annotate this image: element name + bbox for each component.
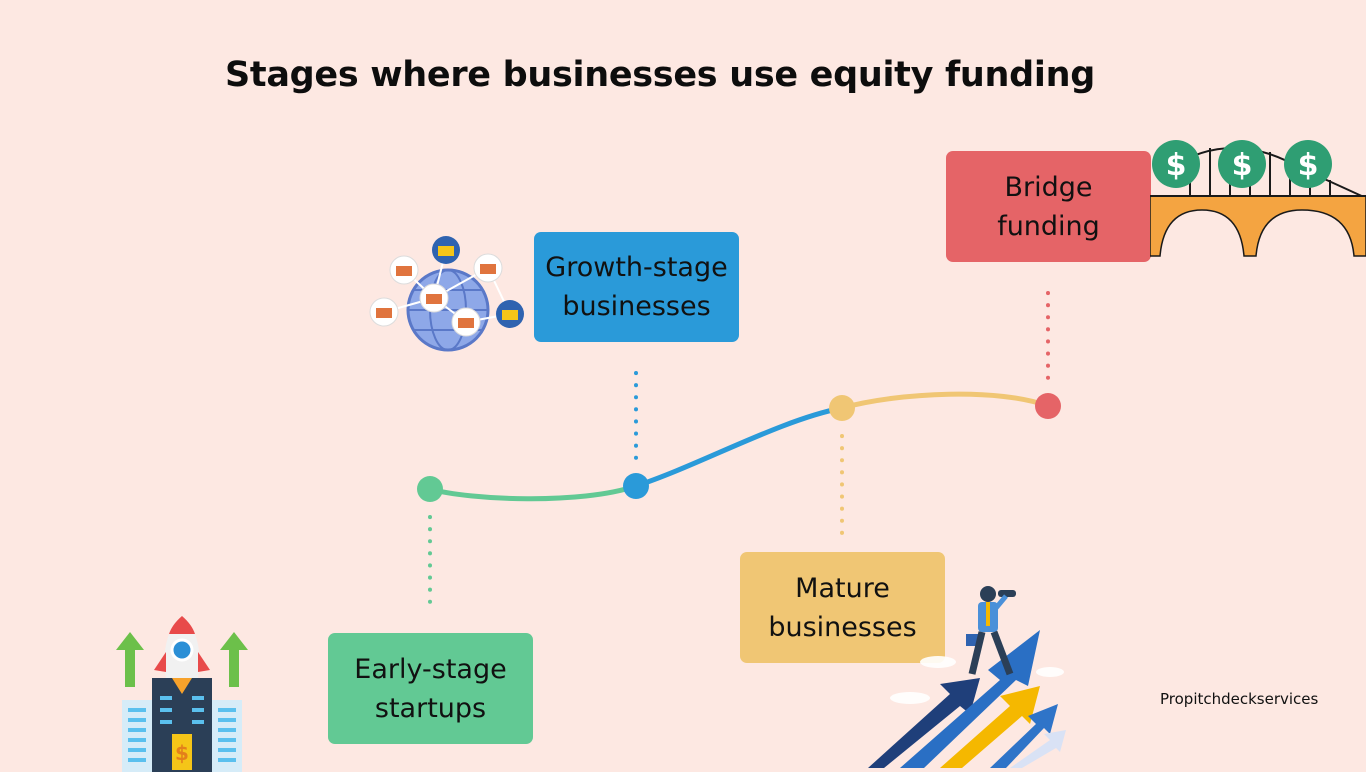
rocket-building-icon: $ [116,616,248,772]
stage-box-growth: Growth-stage businesses [534,232,739,342]
node-bridge [1035,393,1061,419]
globe-network-icon [369,236,524,352]
svg-text:$: $ [1166,148,1187,183]
svg-text:$: $ [175,741,189,765]
stage-label-line1: Growth-stage [545,252,728,283]
svg-text:$: $ [1298,148,1319,183]
brand-label: Propitchdeckservices [1160,690,1319,708]
bridge-dollar-icon: $ $ $ [1150,140,1366,257]
timeline-segment-early [427,483,639,502]
stage-box-bridge: Bridge funding [946,151,1151,262]
svg-text:$: $ [1232,148,1253,183]
timeline-segment-growth [633,405,845,489]
timeline-segment-mature [839,391,1051,411]
stage-label-line1: Early-stage [354,653,507,685]
node-early [417,476,443,502]
stage-box-mature: Mature businesses [740,552,945,663]
stage-label-line2: businesses [768,611,917,643]
stage-box-early: Early-stage startups [328,633,533,744]
stage-label-line2: businesses [562,291,711,322]
stage-label-line2: funding [997,210,1100,242]
node-growth [623,473,649,499]
page-title: Stages where businesses use equity fundi… [224,55,1095,95]
stage-label-line1: Mature [795,572,890,604]
node-mature [829,395,855,421]
stage-label-line1: Bridge [1004,171,1093,203]
stage-label-line2: startups [374,692,487,724]
businessman-arrows-icon [868,586,1066,768]
